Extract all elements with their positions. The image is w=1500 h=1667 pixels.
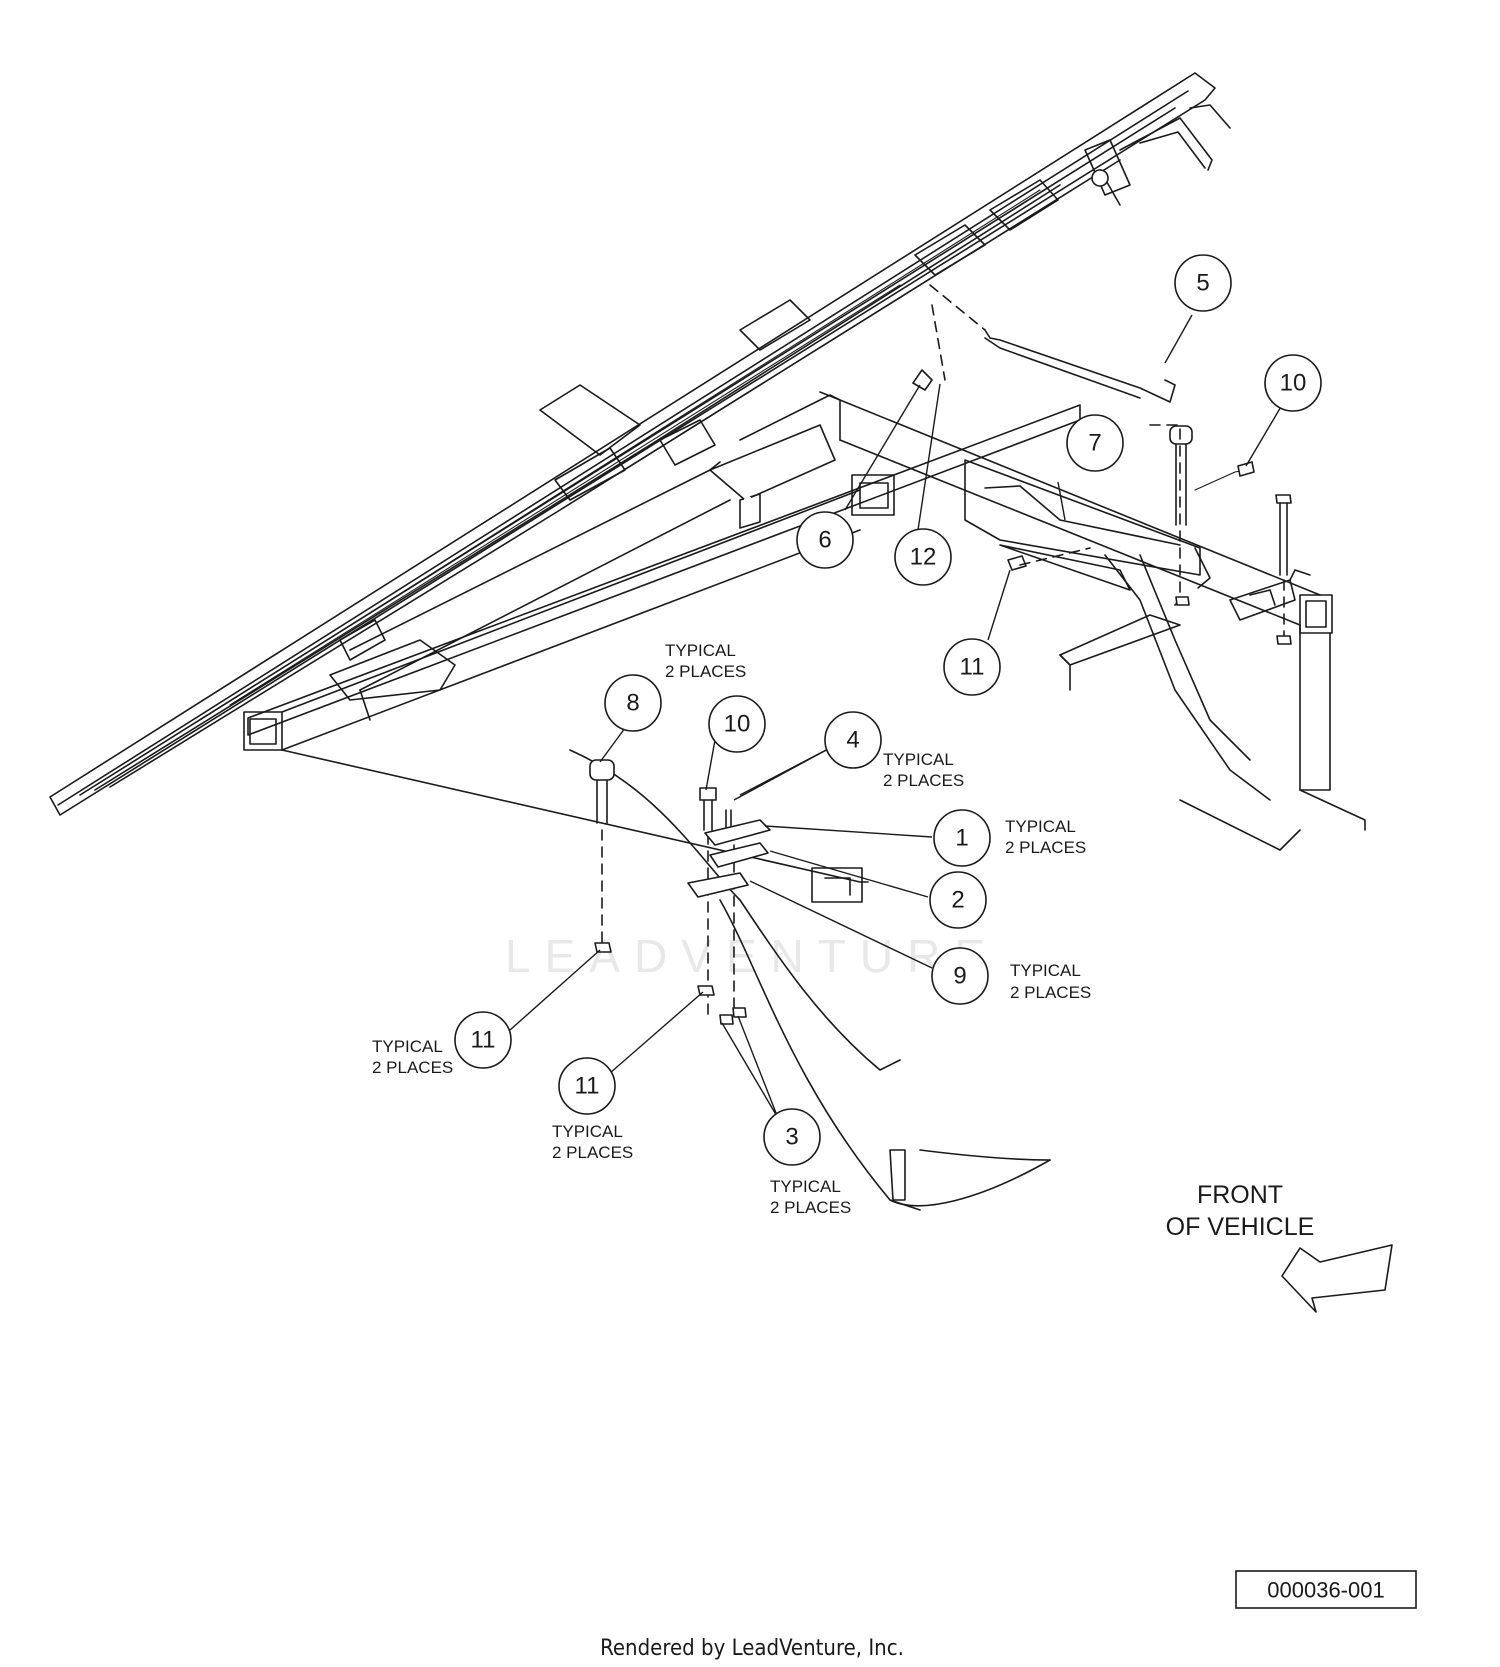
frame-crossmember-rear: [243, 404, 1081, 903]
callout-2: 2: [929, 871, 987, 929]
svg-text:10: 10: [1280, 370, 1307, 397]
svg-text:11: 11: [471, 1027, 496, 1054]
svg-text:2 PLACES: 2 PLACES: [1010, 983, 1091, 1002]
note-typical-item-4: TYPICAL 2 PLACES: [883, 750, 964, 790]
callout-4: 4: [824, 711, 882, 769]
svg-text:12: 12: [910, 544, 937, 571]
callout-5: 5: [1174, 254, 1232, 312]
svg-text:TYPICAL: TYPICAL: [372, 1037, 443, 1056]
latch-plate-7: [964, 459, 1211, 591]
svg-text:11: 11: [960, 654, 985, 681]
rear-axle-tube: [569, 749, 1051, 1211]
front-of-vehicle-label: FRONT OF VEHICLE: [1166, 1181, 1315, 1241]
svg-text:9: 9: [953, 963, 966, 990]
callout-3: 3: [763, 1108, 821, 1166]
svg-text:2 PLACES: 2 PLACES: [372, 1058, 453, 1077]
callout-7: 7: [1066, 414, 1124, 472]
svg-text:2 PLACES: 2 PLACES: [665, 662, 746, 681]
svg-text:4: 4: [846, 727, 859, 754]
frame-crossmember-front: [819, 391, 1366, 831]
svg-text:FRONT: FRONT: [1197, 1181, 1283, 1209]
svg-text:TYPICAL: TYPICAL: [665, 641, 736, 660]
svg-text:7: 7: [1088, 430, 1101, 457]
callout-11-lower-left: 11: [454, 1011, 512, 1069]
callout-1: 1: [933, 809, 991, 867]
note-typical-upper-center: TYPICAL 2 PLACES: [665, 641, 746, 681]
callout-11-right: 11: [943, 638, 1001, 696]
svg-text:TYPICAL: TYPICAL: [883, 750, 954, 769]
latch-bracket-plate: [1229, 569, 1311, 621]
note-typical-item-11-left: TYPICAL 2 PLACES: [372, 1037, 453, 1077]
strike-angle-bracket: [1059, 614, 1181, 691]
note-typical-item-11-center: TYPICAL 2 PLACES: [552, 1122, 633, 1162]
leader-lines: [509, 314, 1283, 1119]
render-credit: Rendered by LeadVenture, Inc.: [600, 1636, 904, 1661]
svg-text:000036-001: 000036-001: [1267, 1578, 1384, 1603]
callout-12: 12: [894, 528, 952, 586]
svg-text:TYPICAL: TYPICAL: [1010, 961, 1081, 980]
svg-text:3: 3: [785, 1124, 798, 1151]
callout-8: 8: [604, 674, 662, 732]
svg-text:5: 5: [1196, 270, 1209, 297]
note-typical-item-9: TYPICAL 2 PLACES: [1010, 961, 1091, 1002]
callout-10-lower: 10: [708, 695, 766, 753]
svg-text:1: 1: [955, 825, 968, 852]
callout-11-lower-center: 11: [558, 1057, 616, 1115]
frame-long-rail: [329, 394, 841, 721]
callout-10-upper: 10: [1264, 354, 1322, 412]
svg-text:11: 11: [575, 1073, 600, 1100]
note-typical-item-1: TYPICAL 2 PLACES: [1005, 817, 1086, 857]
tilted-cargo-bed-frame: [49, 72, 1231, 816]
svg-text:TYPICAL: TYPICAL: [552, 1122, 623, 1141]
svg-text:OF VEHICLE: OF VEHICLE: [1166, 1213, 1315, 1241]
svg-text:8: 8: [626, 690, 639, 717]
watermark: LEADVENTURE: [505, 930, 999, 982]
svg-text:2 PLACES: 2 PLACES: [770, 1198, 851, 1217]
front-direction-arrow-icon: [1281, 1244, 1393, 1313]
hardware-studs: [589, 304, 1292, 1025]
latch-rod-5: [929, 284, 1176, 403]
drawing-number-box: 000036-001: [1235, 1570, 1417, 1609]
svg-text:2 PLACES: 2 PLACES: [1005, 838, 1086, 857]
svg-text:2 PLACES: 2 PLACES: [883, 771, 964, 790]
callout-6: 6: [796, 511, 854, 569]
svg-text:2: 2: [951, 887, 964, 914]
note-typical-item-3: TYPICAL 2 PLACES: [770, 1177, 851, 1217]
callout-9: 9: [931, 947, 989, 1005]
svg-text:6: 6: [818, 527, 831, 554]
svg-text:TYPICAL: TYPICAL: [770, 1177, 841, 1196]
svg-text:10: 10: [724, 711, 751, 738]
svg-text:TYPICAL: TYPICAL: [1005, 817, 1076, 836]
svg-text:2 PLACES: 2 PLACES: [552, 1143, 633, 1162]
